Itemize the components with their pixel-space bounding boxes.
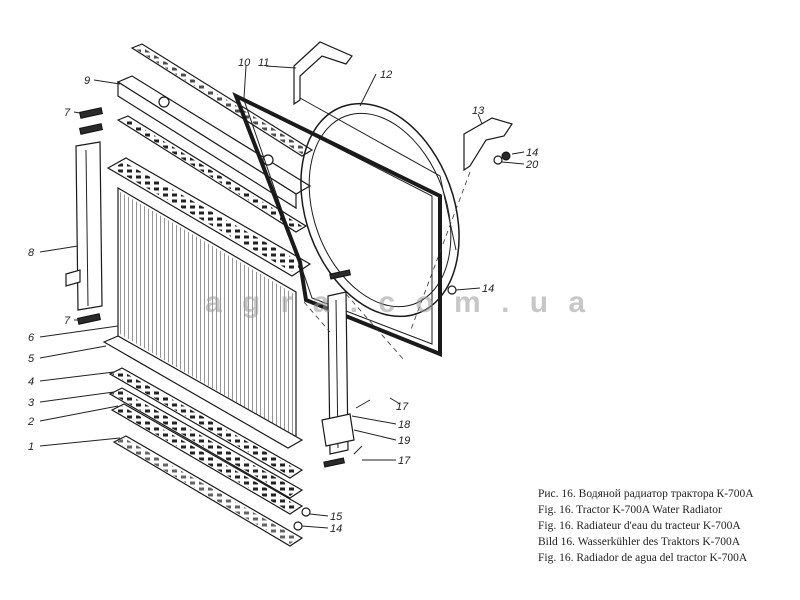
callout-2: 2 — [27, 416, 34, 428]
caption-line-fr: Fig. 16. Radiateur d'eau du tracteur K-7… — [538, 520, 741, 532]
callout-3: 3 — [28, 397, 35, 409]
callout-7-top: 7 — [64, 107, 71, 119]
callout-6: 6 — [28, 332, 35, 344]
callout-15: 15 — [330, 511, 343, 523]
callout-12: 12 — [380, 69, 392, 81]
callout-1: 1 — [28, 441, 34, 453]
right-bracket-13 — [463, 117, 513, 172]
callout-19: 19 — [398, 435, 410, 447]
fan-shroud — [299, 97, 460, 318]
callout-5: 5 — [28, 353, 35, 365]
bottom-strip-4 — [108, 367, 304, 479]
bottom-strip-5 — [102, 335, 304, 449]
callout-14-bottom: 14 — [330, 523, 342, 535]
callout-9: 9 — [84, 75, 90, 87]
figure-caption: Рис. 16. Водяной радиатор трактора К-700… — [538, 486, 798, 566]
left-side-bracket — [65, 141, 103, 311]
callout-17-lower: 17 — [398, 455, 411, 467]
callout-13: 13 — [472, 105, 485, 117]
fastener-14-20 — [447, 151, 511, 295]
callout-leaders — [39, 65, 525, 529]
washers-15-14 — [293, 507, 311, 531]
gasket-frame — [232, 91, 442, 357]
top-bracket-11 — [293, 41, 353, 106]
caption-line-es: Fig. 16. Radiador de agua del tractor K-… — [538, 552, 748, 564]
bottom-strip-2 — [110, 403, 304, 515]
upper-slotted-plate — [106, 157, 312, 277]
bottom-strip-1 — [112, 435, 304, 547]
callout-20: 20 — [525, 159, 539, 171]
top-gasket-strip — [116, 115, 308, 233]
callout-18: 18 — [398, 419, 411, 431]
right-side-bracket — [321, 269, 355, 468]
callout-17-upper: 17 — [396, 401, 409, 413]
callout-8: 8 — [28, 247, 35, 259]
caption-line-ru: Рис. 16. Водяной радиатор трактора К-700… — [538, 488, 754, 500]
left-clip-top — [79, 107, 103, 135]
callout-4: 4 — [28, 376, 34, 388]
bolt-17 — [353, 399, 371, 455]
caption-line-de: Bild 16. Wasserkühler des Traktors K-700… — [538, 536, 741, 548]
watermark-text: a g r a . c o m . u a — [205, 286, 591, 319]
bottom-strip-3 — [108, 387, 304, 499]
callout-7-bottom: 7 — [64, 315, 71, 327]
callout-10: 10 — [238, 57, 251, 69]
assembly-lines — [303, 171, 471, 361]
left-clip-bottom — [77, 313, 101, 325]
callout-14-middle: 14 — [482, 283, 494, 295]
callout-14-top: 14 — [526, 147, 538, 159]
callout-11: 11 — [258, 57, 269, 69]
caption-line-en: Fig. 16. Tractor K-700A Water Radiator — [538, 504, 722, 516]
